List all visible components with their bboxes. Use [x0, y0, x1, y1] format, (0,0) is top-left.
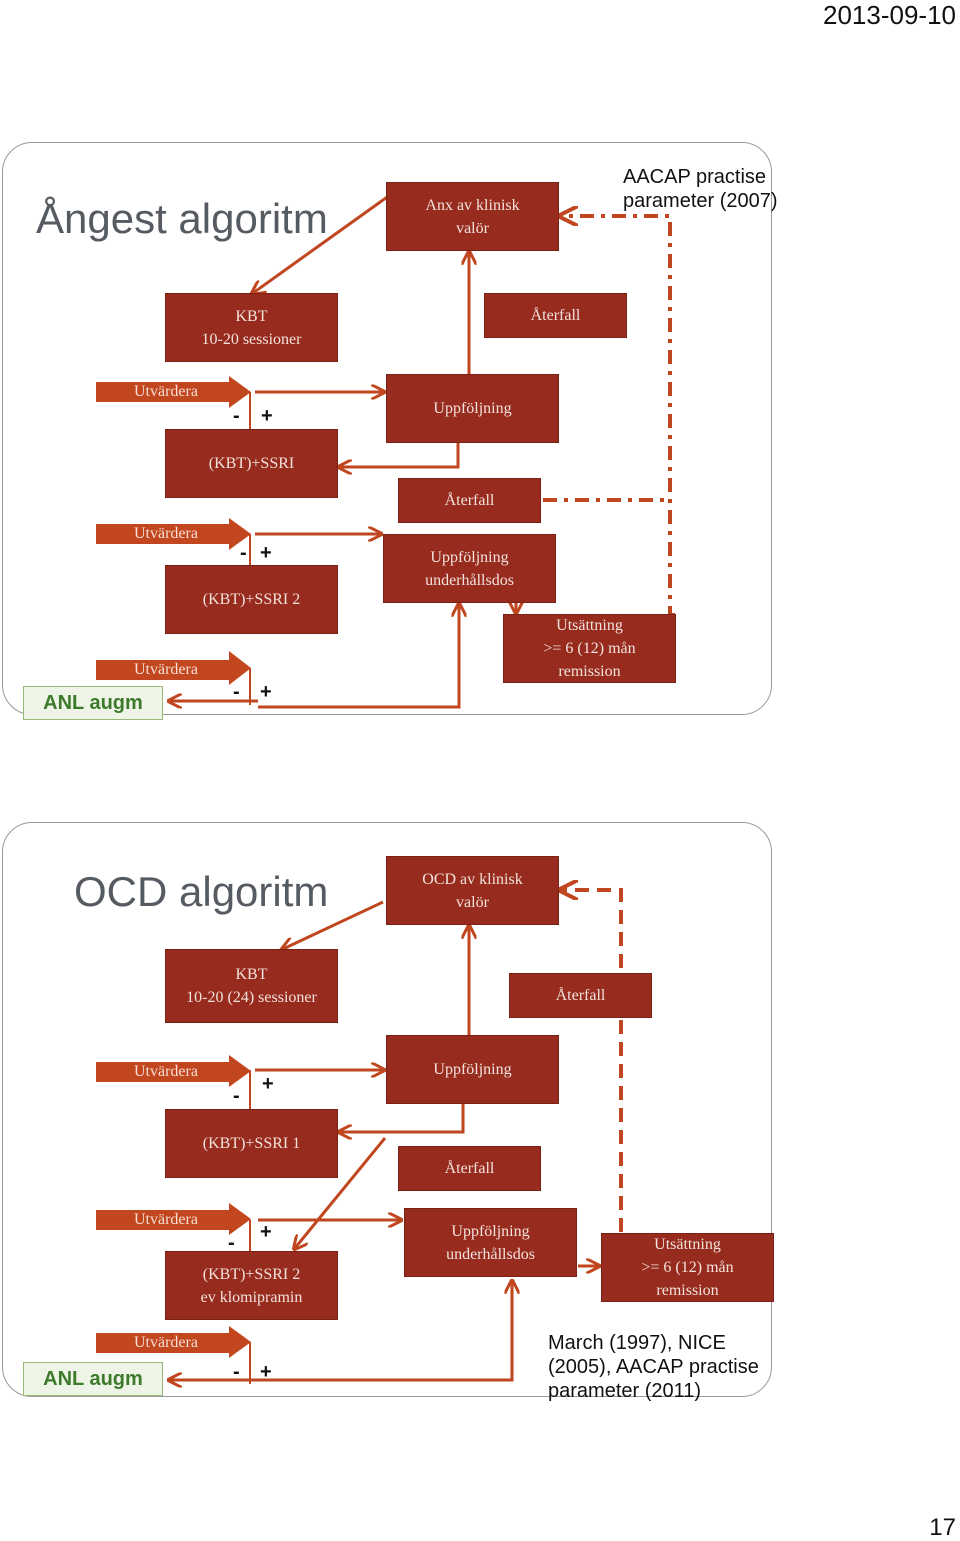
box-aterfall-top: Återfall — [484, 293, 627, 338]
ocd-box-kbt-ssri-1: (KBT)+SSRI 1 — [165, 1109, 338, 1178]
anl-augm-1: ANL augm — [23, 686, 163, 720]
arrow-start-to-kbt — [253, 193, 391, 293]
page-number: 17 — [929, 1514, 956, 1541]
ocd-box-kbt-ssri-2: (KBT)+SSRI 2 ev klomipramin — [165, 1251, 338, 1320]
header-date: 2013-09-10 — [823, 0, 956, 30]
minus-3: - — [233, 681, 240, 703]
ocd-box-utsattning: Utsättning >= 6 (12) mån remission — [601, 1233, 774, 1302]
slide1-source: AACAP practise parameter (2007) — [623, 166, 778, 212]
ocd-arrow-to-ssri1 — [340, 1104, 465, 1132]
slide2-title: OCD algoritm — [74, 868, 329, 915]
minus-1: - — [233, 405, 240, 427]
ocd-box-uppfoljning: Uppföljning — [386, 1035, 559, 1104]
ocd-minus-3: - — [233, 1361, 240, 1383]
ocd-evaluate-bar-1: Utvärdera — [96, 1062, 229, 1082]
minus-2: - — [240, 542, 247, 564]
ocd-box-aterfall-top: Återfall — [509, 973, 652, 1018]
anl-augm-2: ANL augm — [23, 1362, 163, 1396]
ocd-plus-1: + — [262, 1073, 274, 1095]
box-anx-klinisk: Anx av klinisk valör — [386, 182, 559, 251]
ocd-plus-2: + — [260, 1221, 272, 1243]
slide2-source: March (1997), NICE (2005), AACAP practis… — [548, 1332, 759, 1402]
ocd-arrow-to-underhall-bottom — [258, 1282, 512, 1382]
ocd-arrow-start-to-kbt — [283, 900, 384, 949]
box-utsattning: Utsättning >= 6 (12) mån remission — [503, 614, 676, 683]
ocd-evaluate-bar-3: Utvärdera — [96, 1333, 229, 1353]
evaluate-bar-1: Utvärdera — [96, 382, 229, 402]
box-uppfoljning-underhall: Uppföljning underhållsdos — [383, 534, 556, 603]
ocd-dashed-relapse-loop — [562, 890, 623, 1232]
box-kbt-ssri: (KBT)+SSRI — [165, 429, 338, 498]
ocd-arrow-aterfall-to-ssri2 — [295, 1137, 387, 1248]
ocd-box-uppfoljning-underhall: Uppföljning underhållsdos — [404, 1208, 577, 1277]
ocd-box-aterfall-mid: Återfall — [398, 1146, 541, 1191]
ocd-plus-3: + — [260, 1361, 272, 1383]
ocd-minus-2: - — [228, 1232, 235, 1254]
box-aterfall-mid: Återfall — [398, 478, 541, 523]
arrow-to-kbt-ssri — [340, 442, 460, 467]
evaluate-bar-2: Utvärdera — [96, 524, 229, 544]
ocd-evaluate-bar-2: Utvärdera — [96, 1210, 229, 1230]
ocd-box-start: OCD av klinisk valör — [386, 856, 559, 925]
box-kbt: KBT 10-20 sessioner — [165, 293, 338, 362]
slide1-title: Ångest algoritm — [36, 195, 328, 242]
evaluate-bar-3: Utvärdera — [96, 660, 229, 680]
ocd-minus-1: - — [233, 1085, 240, 1107]
plus-1: + — [261, 405, 273, 427]
arrow-to-underhall-bottom — [258, 605, 459, 709]
plus-2: + — [260, 542, 272, 564]
plus-3: + — [260, 681, 272, 703]
ocd-box-kbt: KBT 10-20 (24) sessioner — [165, 949, 338, 1023]
box-kbt-ssri-2: (KBT)+SSRI 2 — [165, 565, 338, 634]
box-uppfoljning: Uppföljning — [386, 374, 559, 443]
